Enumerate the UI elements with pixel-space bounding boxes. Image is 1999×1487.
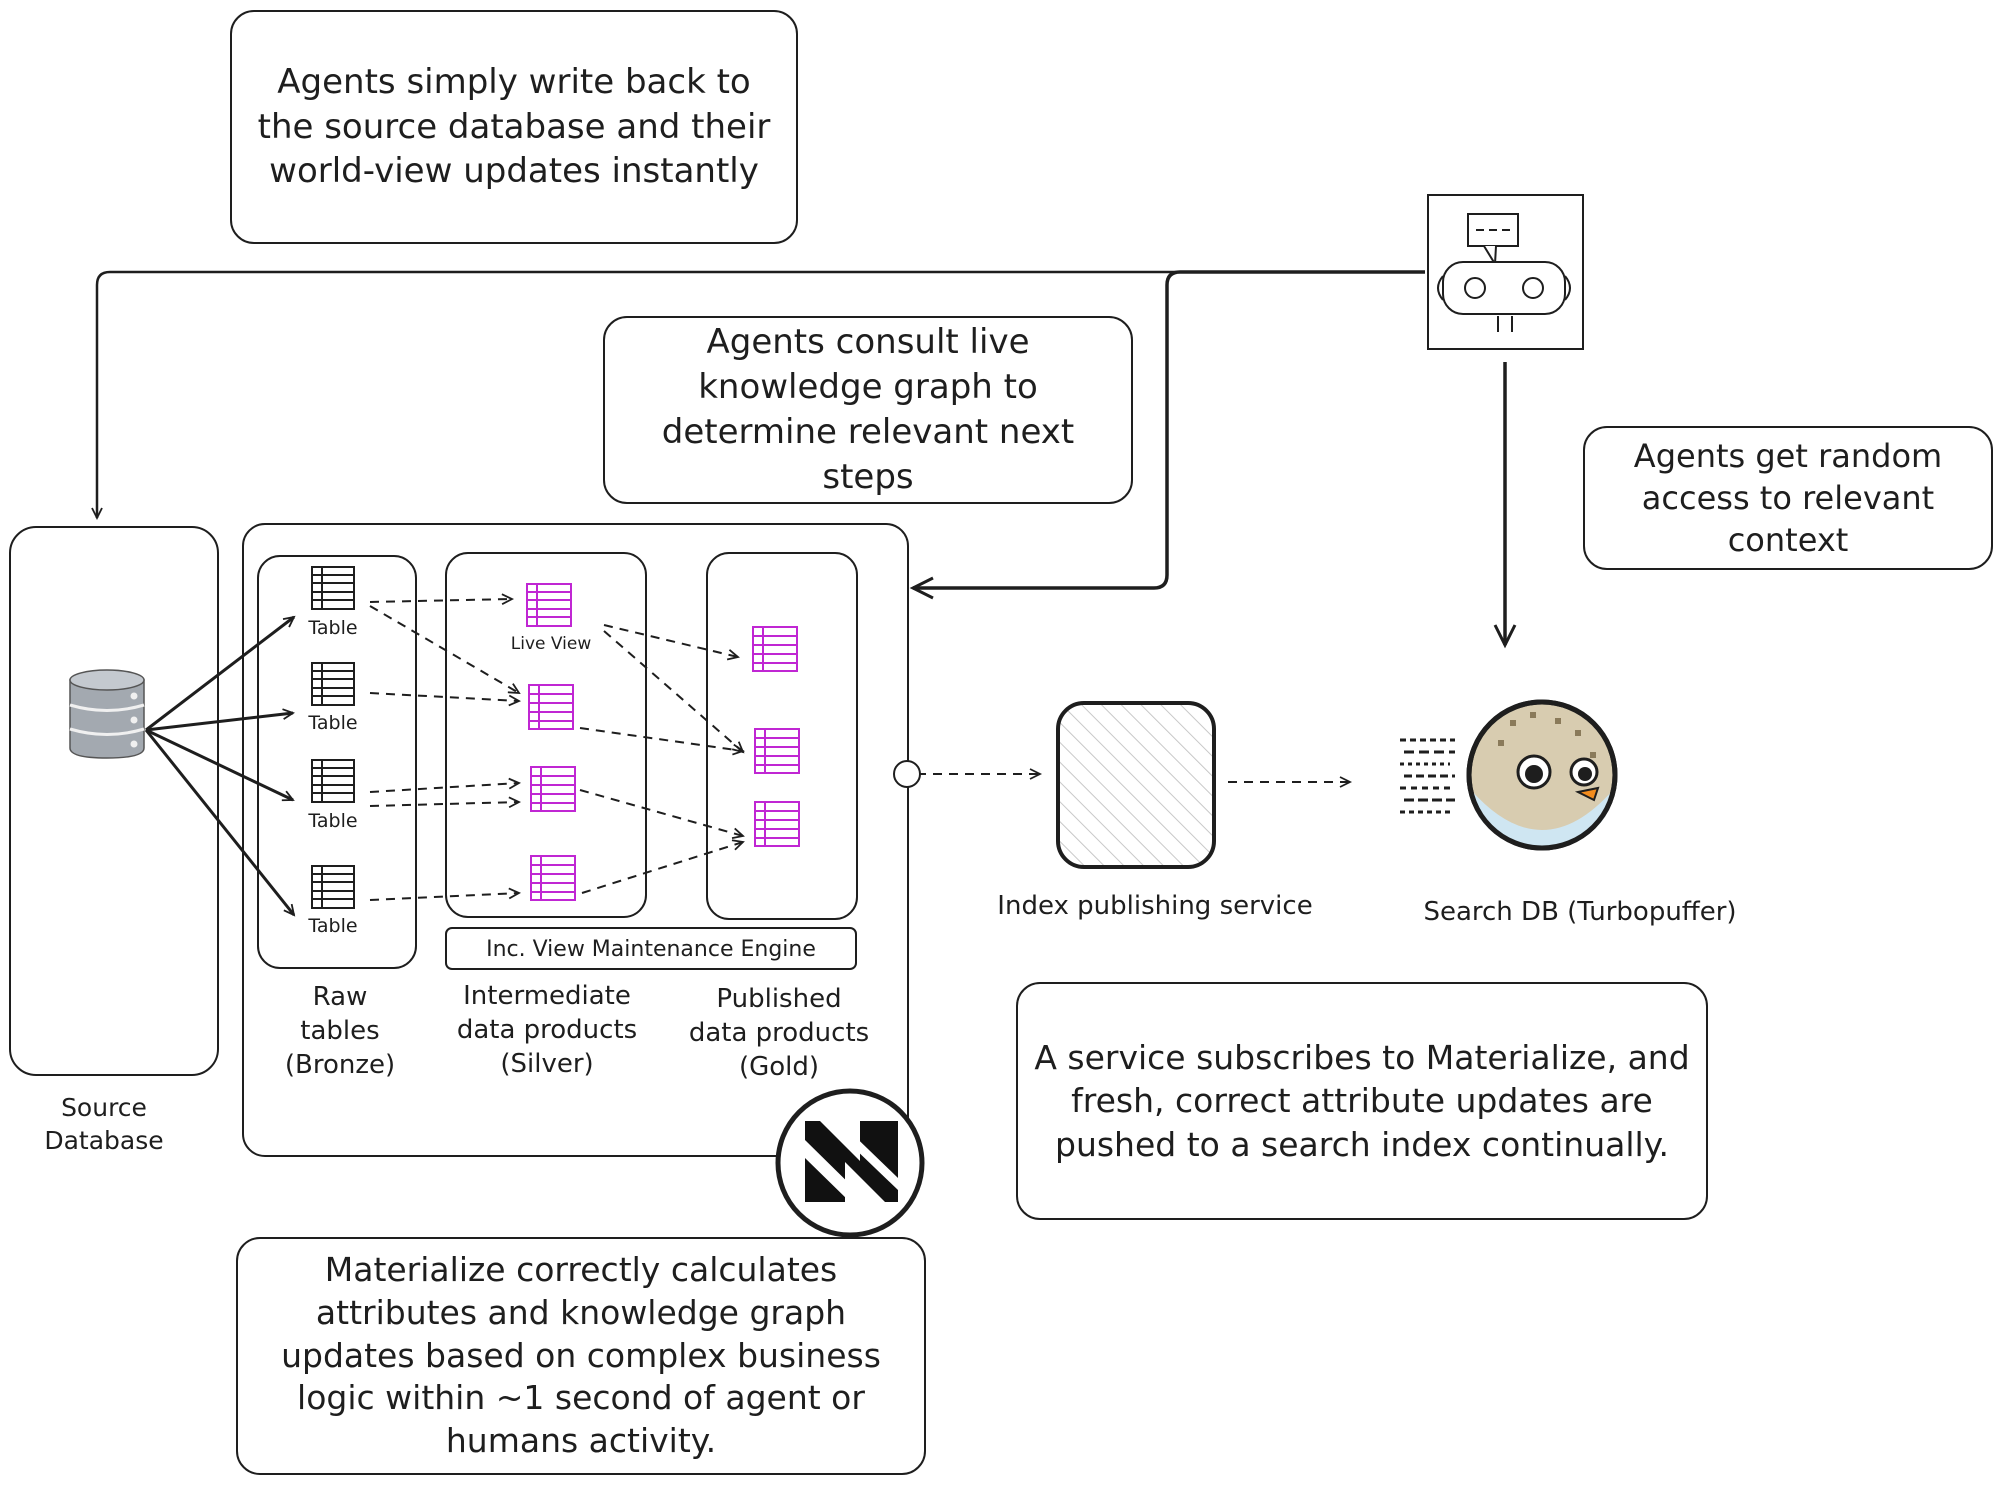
note-writeback-text: Agents simply write back to the source d…	[257, 61, 771, 192]
note-random-access: Agents get random access to relevant con…	[1583, 426, 1993, 570]
engine-label: Inc. View Maintenance Engine	[486, 937, 816, 962]
index-service-label: Index publishing service	[997, 891, 1313, 921]
note-subscribe: A service subscribes to Materialize, and…	[1016, 982, 1708, 1220]
output-port	[893, 760, 921, 788]
note-consult-text: Agents consult live knowledge graph to d…	[661, 322, 1075, 497]
intermediate-container	[445, 552, 647, 918]
note-materialize-text: Materialize correctly calculates attribu…	[281, 1249, 881, 1461]
search-db-label: Search DB (Turbopuffer)	[1423, 897, 1737, 927]
table-label: Table	[307, 810, 357, 832]
raw-table-icons	[311, 566, 355, 909]
database-icon	[69, 669, 145, 759]
arrow-agent-to-source-db	[91, 270, 1425, 521]
source-database-box	[9, 526, 219, 1076]
source-database-label: Source Database	[44, 1093, 164, 1155]
live-view-label: Live View	[511, 634, 592, 654]
materialize-logo	[775, 1088, 925, 1238]
pufferfish-icon	[1400, 699, 1618, 851]
intermediate-label: Intermediate data products (Silver)	[456, 981, 638, 1079]
table-label: Table	[307, 617, 357, 639]
index-publishing-service-box	[1056, 701, 1216, 869]
published-label: Published data products (Gold)	[688, 984, 870, 1082]
raw-tables-label: Raw tables (Bronze)	[284, 982, 396, 1080]
engine-label-box	[445, 927, 857, 970]
robot-agent-icon	[1427, 194, 1584, 350]
note-random-access-text: Agents get random access to relevant con…	[1633, 436, 1943, 560]
table-label: Table	[307, 712, 357, 734]
dataflow-arrows	[369, 593, 1353, 901]
note-writeback: Agents simply write back to the source d…	[230, 10, 798, 244]
table-label: Table	[307, 915, 357, 937]
note-materialize: Materialize correctly calculates attribu…	[236, 1237, 926, 1475]
note-subscribe-text: A service subscribes to Materialize, and…	[1034, 1037, 1690, 1164]
note-consult: Agents consult live knowledge graph to d…	[603, 316, 1133, 504]
arrow-agent-to-materialize	[909, 270, 1425, 600]
db-to-raw-arrows	[144, 615, 296, 917]
view-table-icons	[526, 583, 800, 901]
